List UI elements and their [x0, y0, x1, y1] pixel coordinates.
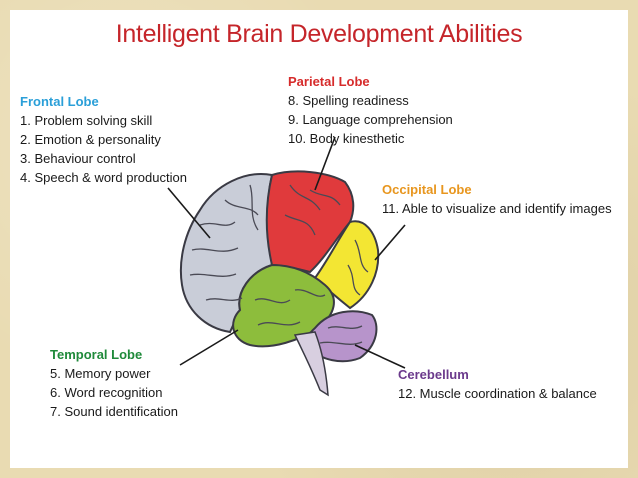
- frontal-lobe-heading: Frontal Lobe: [20, 94, 99, 109]
- parietal-pointer-line: [314, 136, 336, 191]
- temporal-lobe-item: 6. Word recognition: [50, 385, 163, 400]
- frontal-lobe-item: 4. Speech & word production: [20, 170, 187, 185]
- pointer-lines: [167, 136, 406, 369]
- occipital-lobe-region: [313, 220, 380, 310]
- brain-stem: [293, 331, 329, 397]
- cerebellum-heading: Cerebellum: [398, 367, 469, 382]
- occipital-lobe-block: Occipital Lobe 11. Able to visualize and…: [382, 180, 612, 218]
- occipital-pointer-line: [374, 224, 406, 261]
- diagram-title: Intelligent Brain Development Abilities: [115, 20, 523, 48]
- parietal-lobe-block: Parietal Lobe 8. Spelling readiness 9. L…: [288, 72, 453, 148]
- parietal-lobe-item: 8. Spelling readiness: [288, 93, 409, 108]
- brain-folds: [189, 184, 369, 345]
- parietal-lobe-region: [265, 170, 355, 274]
- cerebellum-item: 12. Muscle coordination & balance: [398, 386, 597, 401]
- temporal-lobe-block: Temporal Lobe 5. Memory power 6. Word re…: [50, 345, 178, 421]
- parietal-lobe-item: 9. Language comprehension: [288, 112, 453, 127]
- diagram-panel: Intelligent Brain Development Abilities: [10, 10, 628, 468]
- occipital-lobe-item: 11. Able to visualize and identify image…: [382, 201, 612, 216]
- temporal-lobe-heading: Temporal Lobe: [50, 347, 143, 362]
- temporal-lobe-region: [232, 263, 335, 348]
- temporal-pointer-line: [179, 329, 239, 366]
- cerebellum-block: Cerebellum 12. Muscle coordination & bal…: [398, 365, 597, 403]
- brain-illustration: [167, 136, 406, 397]
- frontal-lobe-item: 3. Behaviour control: [20, 151, 136, 166]
- cerebellum-pointer-line: [354, 344, 406, 369]
- frontal-lobe-block: Frontal Lobe 1. Problem solving skill 2.…: [20, 92, 187, 187]
- frontal-lobe-item: 2. Emotion & personality: [20, 132, 161, 147]
- frontal-lobe-item: 1. Problem solving skill: [20, 113, 153, 128]
- temporal-lobe-item: 5. Memory power: [50, 366, 151, 381]
- occipital-lobe-heading: Occipital Lobe: [382, 182, 472, 197]
- frontal-pointer-line: [167, 187, 211, 239]
- temporal-lobe-item: 7. Sound identification: [50, 404, 178, 419]
- parietal-lobe-item: 10. Body kinesthetic: [288, 131, 405, 146]
- parietal-lobe-heading: Parietal Lobe: [288, 74, 370, 89]
